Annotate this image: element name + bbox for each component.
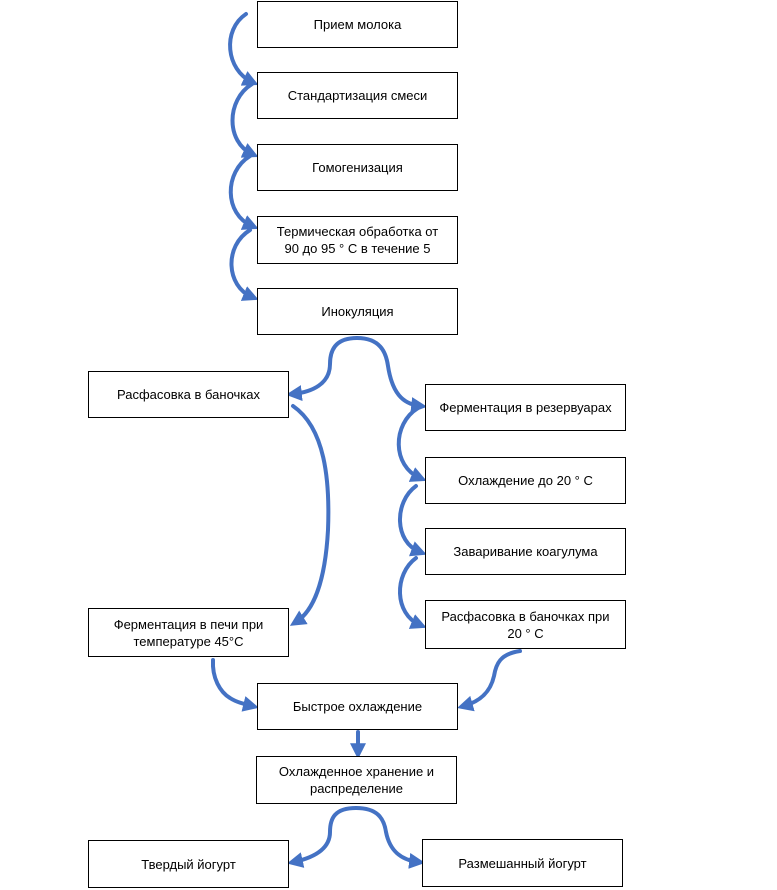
- arrow-cooling-to-coagulum: [398, 484, 427, 557]
- step-homogenization: Гомогенизация: [257, 144, 458, 191]
- step-packing-jars: Расфасовка в баночках: [88, 371, 289, 418]
- step-cold-storage: Охлажденное хранение и распределение: [256, 756, 457, 804]
- arrow-heat-to-inoculation: [229, 228, 259, 301]
- arrow-coagulum-to-packing20: [398, 556, 427, 629]
- arrow-reception-to-standardization: [228, 12, 259, 86]
- arrow-inoculation-to-packing: [285, 336, 359, 402]
- step-rapid-cooling: Быстрое охлаждение: [257, 683, 458, 730]
- result-stirred-yogurt: Размешанный йогурт: [422, 839, 623, 887]
- arrow-packing20-to-rapid: [457, 649, 522, 712]
- result-set-yogurt: Твердый йогурт: [88, 840, 289, 888]
- step-mix-standardization: Стандартизация смеси: [257, 72, 458, 119]
- step-inoculation: Инокуляция: [257, 288, 458, 335]
- step-milk-reception: Прием молока: [257, 1, 458, 48]
- arrow-homogenization-to-heat: [228, 154, 259, 230]
- step-cooling-20: Охлаждение до 20 ° С: [425, 457, 626, 504]
- arrow-oven-to-rapid: [210, 658, 259, 712]
- arrow-packing-to-oven: [289, 404, 331, 626]
- arrow-storage-to-stirred: [354, 806, 426, 869]
- step-heat-treatment: Термическая обработка от 90 до 95 ° С в …: [257, 216, 458, 264]
- arrow-tank-to-cooling: [396, 406, 427, 482]
- arrow-inoculation-to-tank: [355, 336, 428, 413]
- arrow-standardization-to-homogenization: [230, 82, 259, 158]
- step-tank-fermentation: Ферментация в резервуарах: [425, 384, 626, 431]
- step-packing-jars-20: Расфасовка в баночках при 20 ° С: [425, 600, 626, 649]
- arrow-storage-to-set: [286, 806, 358, 868]
- step-coagulum-brewing: Заваривание коагулума: [425, 528, 626, 575]
- step-oven-fermentation: Ферментация в печи при температуре 45°С: [88, 608, 289, 657]
